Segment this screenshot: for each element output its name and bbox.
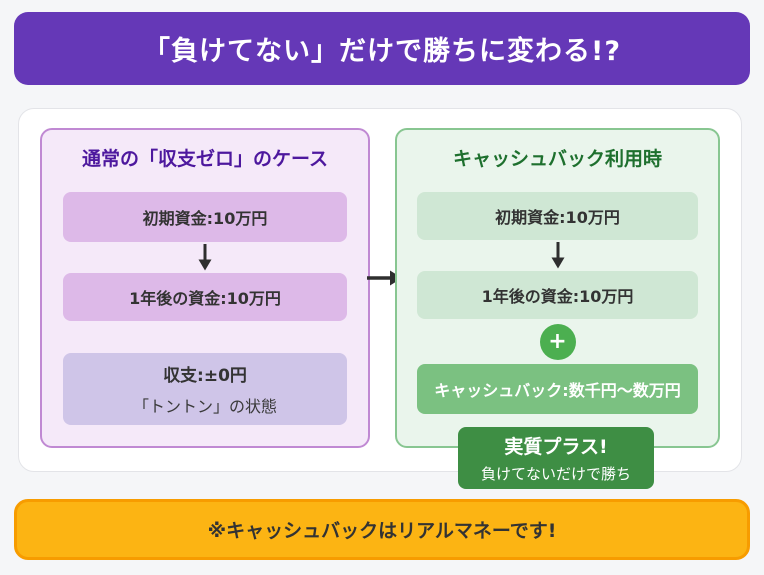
footer-note: ※キャッシュバックはリアルマネーです! — [207, 520, 557, 542]
header-banner: 「負けてない」だけで勝ちに変わる!? — [14, 12, 750, 85]
normal-balance-amount: 収支:±0円 — [163, 366, 247, 386]
cashback-panel-title: キャッシュバック利用時 — [452, 148, 662, 170]
cashback-initial-funds-box: 初期資金:10万円 — [417, 192, 698, 240]
header-title: 「負けてない」だけで勝ちに変わる!? — [143, 36, 621, 67]
comparison-card: 通常の「収支ゼロ」のケース 初期資金:10万円 1年後の資金:10万円 収支:±… — [18, 108, 742, 472]
cashback-after-one-year-box: 1年後の資金:10万円 — [417, 271, 698, 319]
normal-balance-box: 収支:±0円 「トントン」の状態 — [63, 353, 347, 425]
cashback-panel: キャッシュバック利用時 初期資金:10万円 1年後の資金:10万円 + キャッシ… — [395, 128, 720, 448]
result-callout: 実質プラス! 負けてないだけで勝ち — [458, 427, 654, 489]
cashback-amount-box: キャッシュバック:数千円〜数万円 — [417, 364, 698, 414]
result-callout-subtitle: 負けてないだけで勝ち — [480, 465, 631, 483]
result-callout-title: 実質プラス! — [504, 436, 608, 458]
normal-after-one-year-label: 1年後の資金:10万円 — [129, 289, 281, 308]
normal-initial-funds-box: 初期資金:10万円 — [63, 192, 347, 242]
cashback-amount-label: キャッシュバック:数千円〜数万円 — [434, 381, 681, 400]
normal-balance-state: 「トントン」の状態 — [132, 397, 277, 416]
normal-after-one-year-box: 1年後の資金:10万円 — [63, 273, 347, 321]
normal-initial-funds-label: 初期資金:10万円 — [142, 209, 268, 228]
down-arrow-icon — [551, 242, 564, 269]
normal-case-title: 通常の「収支ゼロ」のケース — [81, 148, 329, 170]
down-arrow-icon — [198, 244, 212, 271]
normal-case-panel: 通常の「収支ゼロ」のケース 初期資金:10万円 1年後の資金:10万円 収支:±… — [40, 128, 370, 448]
footer-note-banner: ※キャッシュバックはリアルマネーです! — [14, 499, 750, 560]
cashback-initial-funds-label: 初期資金:10万円 — [495, 208, 620, 227]
cashback-after-one-year-label: 1年後の資金:10万円 — [481, 287, 634, 306]
plus-sign: + — [548, 329, 567, 354]
plus-icon: + — [539, 324, 576, 360]
